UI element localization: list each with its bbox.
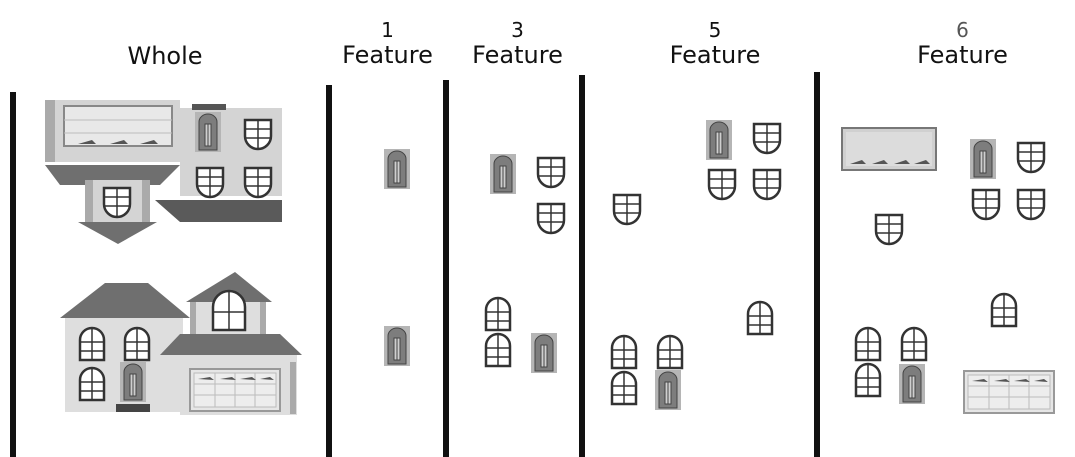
window-feature (854, 362, 882, 398)
garage-feature (841, 127, 937, 171)
window-feature (536, 156, 566, 189)
column-number: 3 (511, 18, 524, 42)
window-feature (990, 292, 1018, 328)
column-header-5-feature: 5 Feature (660, 20, 770, 67)
jumbled-house (45, 100, 282, 244)
column-number: 6 (956, 18, 969, 42)
window-feature (900, 326, 928, 362)
garage-feature (963, 370, 1055, 414)
window-feature (484, 332, 512, 368)
window-feature (1016, 141, 1046, 174)
door-feature (489, 153, 517, 195)
window-feature (1016, 188, 1046, 221)
column-label: Feature (472, 41, 563, 69)
window-feature (610, 334, 638, 370)
window-feature (484, 296, 512, 332)
column-label: Feature (669, 41, 761, 69)
column-header-1-feature: 1 Feature (335, 20, 440, 67)
door-feature (530, 332, 558, 374)
window-feature (656, 334, 684, 370)
column-number: 5 (708, 18, 722, 42)
door-feature (654, 369, 682, 411)
window-feature (536, 202, 566, 235)
door-feature (383, 325, 411, 367)
window-feature (612, 193, 642, 226)
column-label: Whole (127, 42, 203, 70)
column-divider (814, 72, 820, 457)
window-feature (854, 326, 882, 362)
window-feature (752, 122, 782, 155)
house (60, 272, 302, 415)
column-divider (326, 85, 332, 457)
door-feature (898, 363, 926, 405)
column-header-3-feature: 3 Feature (465, 20, 570, 67)
column-label: Feature (342, 41, 433, 69)
column-header-6-feature: 6 Feature (910, 20, 1015, 67)
door-feature (969, 138, 997, 180)
column-divider (10, 92, 16, 457)
door-feature (705, 119, 733, 161)
column-number: 1 (381, 18, 394, 42)
window-feature (610, 370, 638, 406)
window-feature (707, 168, 737, 201)
column-label: Feature (917, 41, 1008, 69)
column-divider (579, 75, 585, 457)
window-feature (874, 213, 904, 246)
window-feature (971, 188, 1001, 221)
window-feature (752, 168, 782, 201)
column-header-whole: Whole (110, 44, 220, 68)
column-divider (443, 80, 449, 457)
door-feature (383, 148, 411, 190)
window-feature (746, 300, 774, 336)
